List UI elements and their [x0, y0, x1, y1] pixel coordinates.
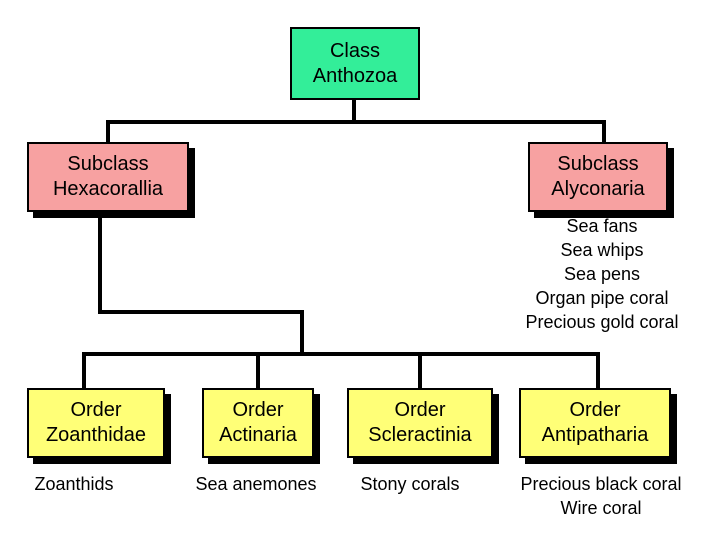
alyconaria-example: Sea fans — [566, 216, 638, 236]
order-actinaria-box: Order Actinaria — [202, 388, 314, 458]
order-scleractinia-name: Scleractinia — [368, 424, 472, 446]
order-zoanthidae-rank: Order — [70, 399, 122, 421]
zoanthidae-examples: Zoanthids — [14, 472, 134, 496]
antipatharia-example: Wire coral — [560, 498, 642, 518]
alyconaria-example: Sea whips — [560, 240, 644, 260]
alyconaria-examples: Sea fans Sea whips Sea pens Organ pipe c… — [502, 214, 702, 334]
antipatharia-examples: Precious black coral Wire coral — [500, 472, 702, 520]
alyconaria-example: Organ pipe coral — [535, 288, 669, 308]
order-actinaria-name: Actinaria — [219, 424, 297, 446]
order-antipatharia-name: Antipatharia — [541, 424, 649, 446]
alyconaria-example: Sea pens — [563, 264, 641, 284]
subclass-hexacorallia-name: Hexacorallia — [52, 178, 164, 200]
subclass-hexacorallia-box: Subclass Hexacorallia — [27, 142, 189, 212]
zoanthidae-example: Zoanthids — [34, 474, 114, 494]
order-actinaria-rank: Order — [232, 399, 284, 421]
class-anthozoa-name: Anthozoa — [312, 64, 398, 87]
actinaria-example: Sea anemones — [195, 474, 317, 494]
alyconaria-example: Precious gold coral — [525, 312, 679, 332]
actinaria-examples: Sea anemones — [178, 472, 334, 496]
class-anthozoa-rank: Class — [329, 39, 380, 62]
subclass-alyconaria-rank: Subclass — [557, 153, 639, 175]
antipatharia-example: Precious black coral — [520, 474, 682, 494]
order-antipatharia-rank: Order — [569, 399, 621, 421]
order-zoanthidae-box: Order Zoanthidae — [27, 388, 165, 458]
subclass-alyconaria-box: Subclass Alyconaria — [528, 142, 668, 212]
scleractinia-example: Stony corals — [360, 474, 460, 494]
subclass-alyconaria-name: Alyconaria — [551, 178, 645, 200]
order-scleractinia-box: Order Scleractinia — [347, 388, 493, 458]
order-zoanthidae-name: Zoanthidae — [45, 424, 147, 446]
order-scleractinia-rank: Order — [394, 399, 446, 421]
scleractinia-examples: Stony corals — [345, 472, 475, 496]
subclass-hexacorallia-rank: Subclass — [67, 153, 149, 175]
class-anthozoa-box: Class Anthozoa — [290, 27, 420, 100]
order-antipatharia-box: Order Antipatharia — [519, 388, 671, 458]
